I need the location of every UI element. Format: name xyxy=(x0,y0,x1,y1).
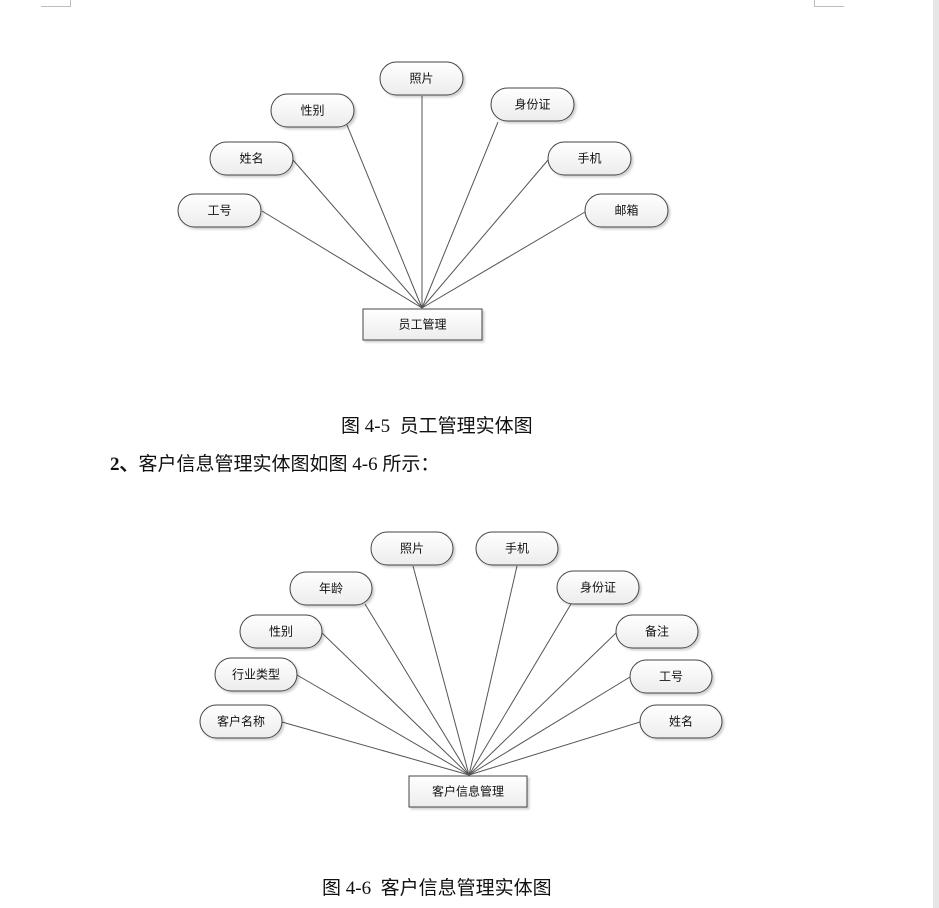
attribute-node: 备注 xyxy=(615,614,699,649)
attribute-label: 工号 xyxy=(659,670,683,684)
attribute-label: 照片 xyxy=(409,72,433,86)
attribute-node: 手机 xyxy=(475,531,559,566)
attribute-label: 年龄 xyxy=(319,582,343,596)
attribute-node: 工号 xyxy=(629,659,713,694)
attribute-label: 照片 xyxy=(400,542,424,556)
paragraph-number: 2、 xyxy=(110,454,139,475)
relationship-line xyxy=(261,210,423,309)
attribute-node: 性别 xyxy=(270,93,355,128)
relationship-line xyxy=(412,565,470,776)
relationship-line xyxy=(292,159,423,309)
attribute-label: 身份证 xyxy=(580,580,616,595)
relationship-line xyxy=(296,674,470,776)
figure-caption-4-5: 图 4-5 员工管理实体图 xyxy=(341,416,533,437)
entity-label: 客户信息管理 xyxy=(432,784,504,799)
attribute-label: 邮箱 xyxy=(614,203,638,218)
attribute-label: 备注 xyxy=(645,624,669,639)
relationship-line xyxy=(468,565,518,776)
entity-box: 客户信息管理 xyxy=(408,775,528,808)
relationship-line xyxy=(468,721,641,776)
attribute-label: 客户名称 xyxy=(217,714,265,729)
attribute-node: 姓名 xyxy=(209,141,294,176)
attribute-label: 行业类型 xyxy=(232,668,280,682)
relationship-line xyxy=(281,721,470,776)
relationship-line xyxy=(468,676,631,776)
relationship-line xyxy=(468,603,572,776)
attribute-label: 姓名 xyxy=(239,151,263,166)
attribute-node: 年龄 xyxy=(289,571,373,606)
attribute-node: 照片 xyxy=(370,531,454,566)
relationship-line xyxy=(421,121,499,309)
relationship-line xyxy=(468,632,617,776)
attribute-node: 身份证 xyxy=(556,570,640,605)
page-margin-gutter xyxy=(933,0,939,908)
relationship-line xyxy=(421,159,549,309)
corner-mark-left xyxy=(41,0,71,7)
attribute-node: 性别 xyxy=(239,614,323,649)
relationship-line xyxy=(346,124,423,309)
section-paragraph: 2、客户信息管理实体图如图 4-6 所示： xyxy=(110,449,439,476)
attribute-label: 身份证 xyxy=(514,97,550,112)
attribute-node: 姓名 xyxy=(639,704,723,739)
attribute-label: 性别 xyxy=(269,625,293,639)
attribute-label: 姓名 xyxy=(669,714,693,729)
attribute-label: 工号 xyxy=(207,204,231,218)
attribute-node: 工号 xyxy=(177,193,262,228)
entity-label: 员工管理 xyxy=(398,317,446,332)
attribute-label: 手机 xyxy=(577,152,601,166)
entity-box: 员工管理 xyxy=(362,308,483,341)
attribute-label: 性别 xyxy=(300,104,324,118)
attribute-node: 手机 xyxy=(547,141,632,176)
attribute-node: 客户名称 xyxy=(199,704,283,739)
attribute-label: 手机 xyxy=(505,542,529,556)
attribute-node: 行业类型 xyxy=(214,657,298,692)
figure-caption-4-6: 图 4-6 客户信息管理实体图 xyxy=(322,878,552,899)
paragraph-text: 客户信息管理实体图如图 4-6 所示： xyxy=(138,454,440,475)
relationship-line xyxy=(321,632,470,776)
attribute-node: 身份证 xyxy=(490,87,575,122)
attribute-node: 照片 xyxy=(379,61,464,96)
attribute-node: 邮箱 xyxy=(584,193,669,228)
relationship-line xyxy=(364,603,470,776)
relationship-line xyxy=(421,211,586,309)
corner-mark-right xyxy=(814,0,844,7)
